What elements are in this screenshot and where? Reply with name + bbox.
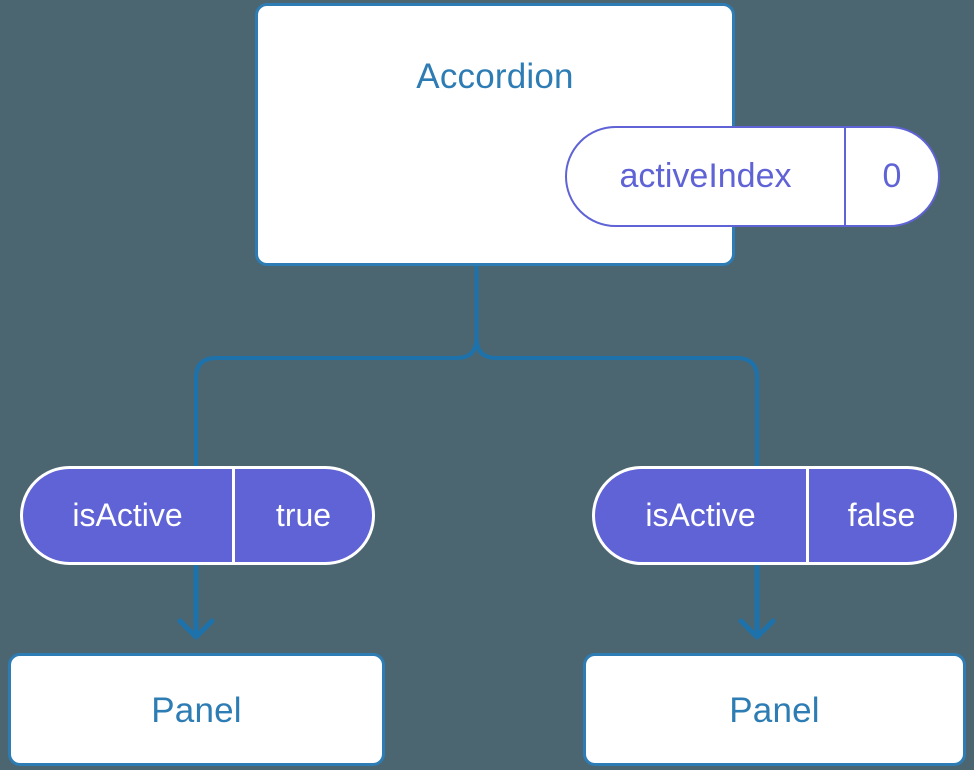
panel-component-title-left: Panel (151, 691, 242, 730)
panel-component-card-right[interactable]: Panel (583, 653, 966, 766)
is-active-false-prop-pill[interactable]: isActive false (592, 466, 957, 565)
active-index-state-pill[interactable]: activeIndex 0 (565, 126, 940, 227)
arrow-right (738, 564, 776, 640)
is-active-false-value-label: false (847, 497, 916, 533)
accordion-component-title: Accordion (416, 57, 574, 96)
branch-path-left (194, 264, 479, 468)
is-active-true-prop-pill[interactable]: isActive true (20, 466, 375, 565)
arrow-left (177, 564, 215, 640)
is-active-false-key-label: isActive (595, 469, 809, 562)
panel-component-card-left[interactable]: Panel (8, 653, 385, 766)
branch-path-right (474, 264, 759, 468)
active-index-value-label: 0 (882, 157, 902, 195)
panel-component-title-right: Panel (729, 691, 820, 730)
active-index-key-label: activeIndex (567, 128, 846, 225)
is-active-true-key-label: isActive (23, 469, 235, 562)
is-active-true-value-label: true (275, 497, 332, 533)
accordion-component-card[interactable]: Accordion activeIndex 0 (255, 3, 940, 266)
